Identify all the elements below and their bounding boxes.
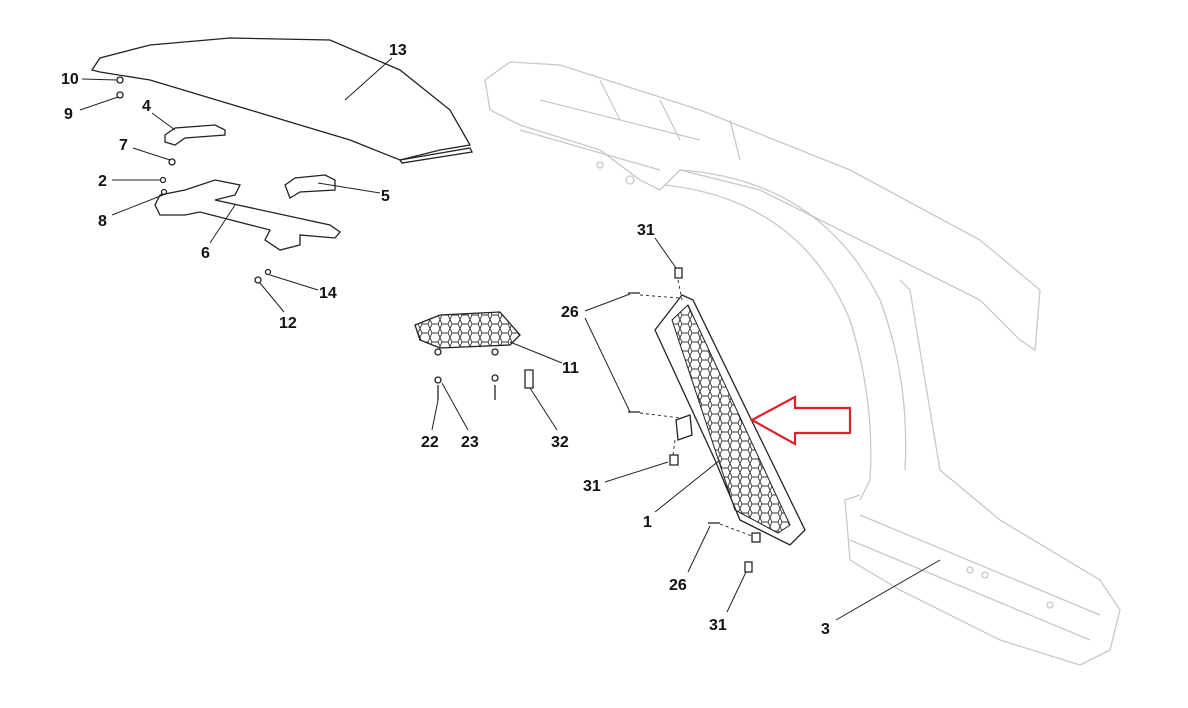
bracket-5: [284, 174, 336, 199]
callout-13: 13: [389, 42, 407, 59]
callout-22: 22: [421, 434, 439, 451]
callout-2: 2: [98, 173, 107, 190]
callout-31-bottom: 31: [709, 617, 727, 634]
side-air-intake-grille-1: [628, 267, 806, 573]
callout-labels: 13 10 9 4 7 2 8 5 6 14 12 31 26 11 22 23…: [61, 42, 830, 638]
callout-9: 9: [64, 106, 73, 123]
rear-spoiler-wing: [90, 37, 473, 164]
callout-1: 1: [643, 514, 652, 531]
callout-31-top: 31: [637, 222, 655, 239]
fender-panel-ghost: [484, 61, 1121, 666]
leader-lines: [79, 57, 941, 621]
callout-12: 12: [279, 315, 297, 332]
grille-11: [414, 311, 534, 400]
callout-5: 5: [381, 188, 390, 205]
callout-4: 4: [142, 98, 151, 115]
callout-3: 3: [821, 621, 830, 638]
callout-26-top: 26: [561, 304, 579, 321]
callout-26-bottom: 26: [669, 577, 687, 594]
callout-32: 32: [551, 434, 569, 451]
callout-31-mid: 31: [583, 478, 601, 495]
highlight-arrow: [749, 395, 852, 446]
support-frame-6: [154, 179, 341, 251]
callout-14: 14: [319, 285, 337, 302]
callout-8: 8: [98, 213, 107, 230]
callout-23: 23: [461, 434, 479, 451]
callout-7: 7: [119, 137, 128, 154]
callout-11: 11: [562, 360, 579, 377]
callout-10: 10: [61, 71, 79, 88]
callout-6: 6: [201, 245, 210, 262]
bracket-4: [164, 124, 226, 146]
